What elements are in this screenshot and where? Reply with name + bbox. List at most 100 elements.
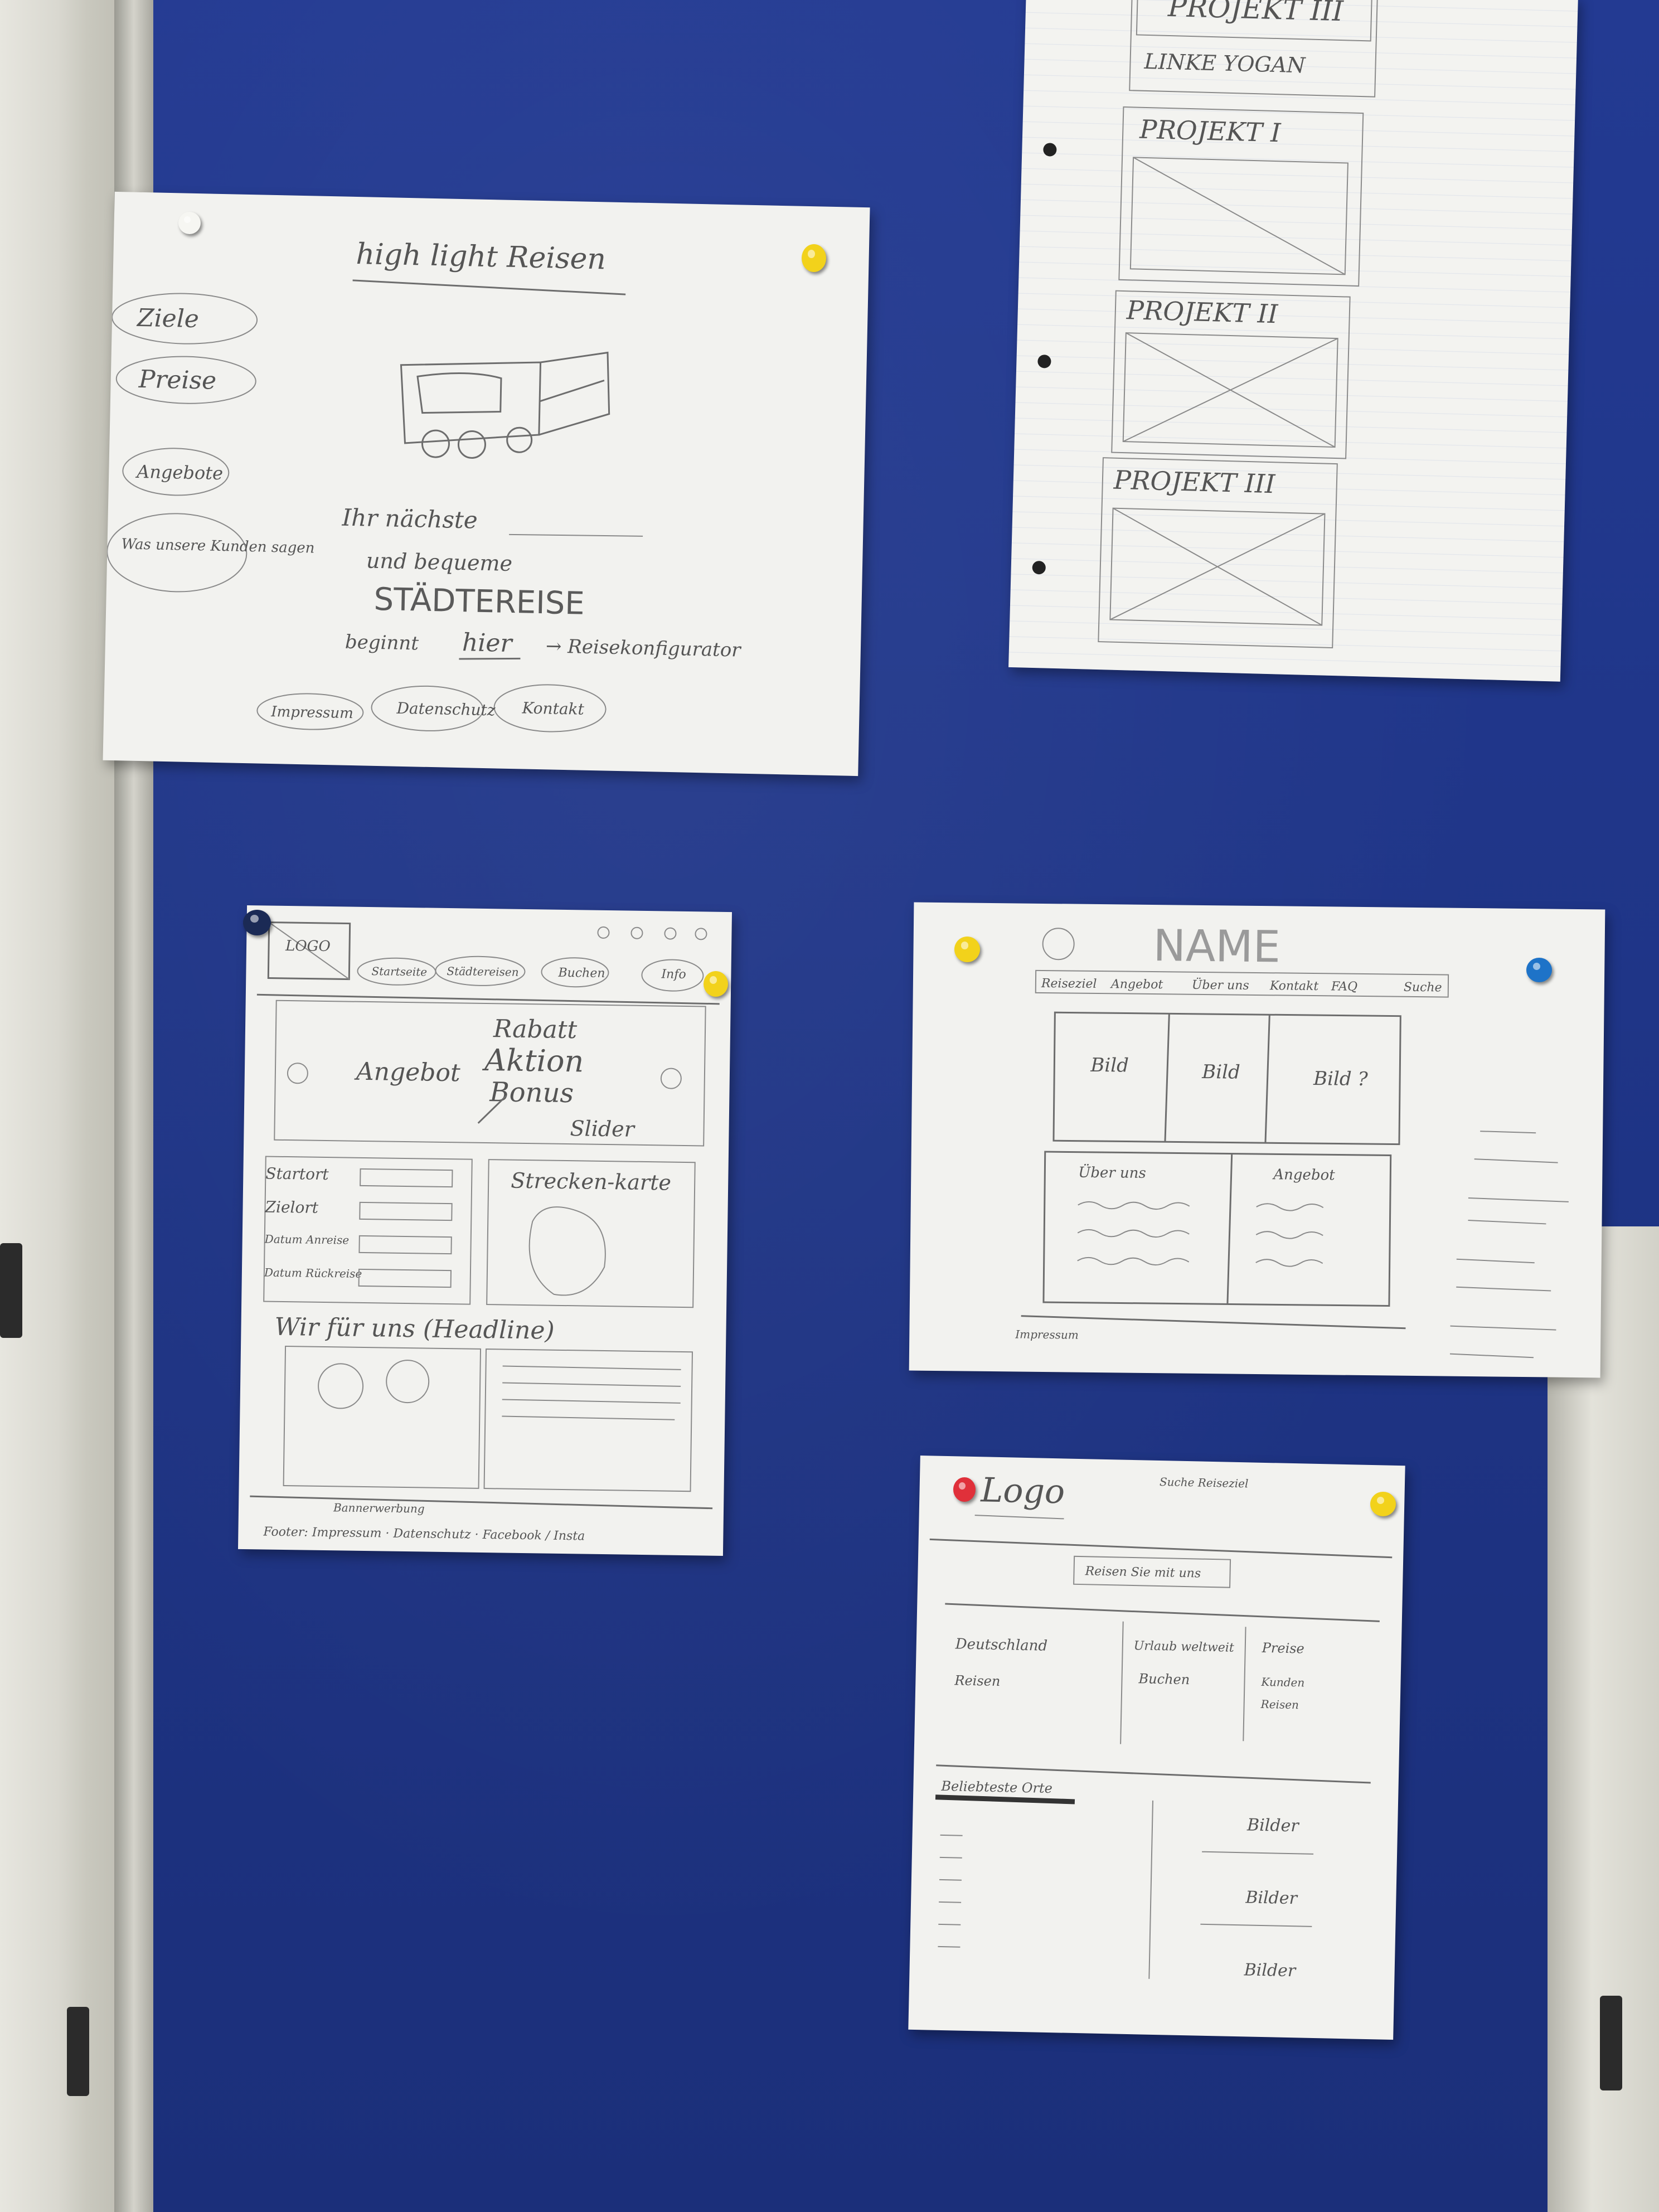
sketch-title: high light Reisen [356,237,607,276]
door-hinge [1600,1996,1622,2090]
sidebar-notes [1449,1131,1569,1359]
sketch-search: Reisen Sie mit uns [1084,1564,1201,1580]
logo-circle-icon [1042,928,1075,961]
sketch-title: NAME [1153,921,1280,972]
image-placeholder [1109,507,1326,626]
sketch-nav-item: Buchen [557,966,605,981]
sketch-section-title: Beliebteste Orte [940,1778,1052,1796]
door-hinge [0,1243,22,1338]
sketch-slider-text: Bonus [489,1076,574,1109]
sketch-footer-oval [256,693,364,730]
sketch-form-label: Datum Anreise [264,1232,350,1246]
sketch-project-list: PROJEKT III LINKE YOGAN PROJEKT I PROJEK… [1008,0,1578,682]
sketch-name-page: NAME Reiseziel Angebot Über uns Kontakt … [909,902,1605,1378]
sketch-menu-item: Angebote [135,461,223,484]
sketch-form-label: Datum Rückreise [264,1265,362,1280]
sketch-about-title: Wir für uns (Headline) [274,1313,555,1345]
sketch-cta: → Reisekonfigurator [546,635,742,661]
sketch-image-label: Bilder [1245,1888,1298,1908]
slider-right-arrow-icon [660,1068,682,1089]
sketch-column-text: Urlaub weltweit [1134,1639,1235,1655]
text-block [483,1348,693,1492]
sketch-section-title: PROJEKT II [1126,295,1278,329]
pushpin-yellow [954,937,980,962]
sketch-footer-link: Datenschutz [396,699,496,720]
content-columns [1042,1151,1392,1307]
sketch-slider-text: Aktion [482,1042,584,1079]
sketch-column-title: Über uns [1078,1163,1146,1182]
sketch-menu-item: Was unsere Kunden sagen [121,536,314,556]
booking-form [263,1156,473,1305]
binder-hole [1032,561,1046,575]
sketch-form-label: Zielort [264,1197,319,1216]
sketch-footer: Impressum [1015,1327,1079,1341]
sketch-nav-item: Angebot [1110,977,1163,992]
sketch-drawing: LOGO Startseite Städtereisen Buchen Info… [250,921,720,1544]
sketch-menu-oval [106,513,248,593]
sketch-column-text: Reisen [1260,1697,1299,1711]
sketch-nav-item: Städtereisen [447,964,518,979]
sketch-cta-link: hier [462,628,513,658]
sketch-headline: STÄDTEREISE [373,581,585,622]
sketch-nav-item: Info [661,967,686,982]
sketch-nav-item: FAQ [1331,979,1358,994]
sketch-footer-link: Impressum [270,704,353,722]
sketch-top-text: Suche Reiseziel [1160,1475,1249,1490]
binder-hole [1043,143,1057,157]
sketch-nav-item: Kontakt [1269,979,1319,993]
pushpin-white [178,212,201,234]
sketch-drawing: PROJEKT III LINKE YOGAN PROJEKT I PROJEK… [1032,0,1379,649]
sketch-menu-item: Ziele [136,304,200,333]
sketch-footer: Footer: Impressum · Datenschutz · Facebo… [263,1525,585,1543]
sketch-drawing: high light Reisen Ziele Preise Angebote … [106,237,742,733]
sketch-footer-oval [371,685,484,731]
sketch-logo: Logo [980,1471,1065,1511]
sketch-cta: beginnt [345,631,419,655]
pushpin-yellow [704,971,728,997]
binder-hole [1037,355,1051,368]
sketch-booking-page: LOGO Startseite Städtereisen Buchen Info… [237,905,733,1556]
bus-sketch-icon [400,351,610,459]
sketch-slider-text: Angebot [354,1058,461,1088]
sketch-tagline: Ihr nächste [341,504,478,534]
image-row [1052,1011,1401,1146]
sketch-nav-item: Startseite [371,964,427,978]
sketch-column-title: Angebot [1272,1166,1335,1183]
sketch-footer-link: Kontakt [521,698,585,718]
header-icons [597,926,707,940]
sketch-column-text: Preise [1261,1640,1304,1657]
sketch-slider-text: Rabatt [493,1015,578,1044]
sketch-footer-top: Bannerwerbung [333,1501,425,1515]
sketch-nav-item: Über uns [1192,977,1249,993]
search-bar [1073,1555,1231,1588]
sketch-nav-item: Suche [1404,981,1442,995]
sketch-navbar [1035,969,1449,998]
sketch-drawing: NAME Reiseziel Angebot Über uns Kontakt … [1015,921,1569,1359]
sketch-column-text: Deutschland [954,1636,1047,1654]
sketch-column-text: Buchen [1138,1671,1190,1687]
sketch-image-label: Bild [1201,1061,1240,1084]
sketch-menu-oval [122,448,230,496]
list-items [938,1834,963,1948]
sketch-section-title: PROJEKT I [1139,114,1282,148]
image-placeholder [1122,332,1338,448]
door-hinge [67,2007,89,2096]
sketch-image-label: Bilder [1246,1815,1300,1836]
sketch-footer-oval [493,684,607,733]
sketch-logo: LOGO [285,938,331,955]
sketch-menu-item: Preise [138,365,216,395]
image-placeholder [1129,157,1348,275]
sketch-travel-page: Logo Suche Reiseziel Reisen Sie mit uns … [908,1456,1405,2040]
logo-placeholder [267,921,351,981]
sketch-slider-label: Slider [570,1116,636,1142]
sketch-landing-page: high light Reisen Ziele Preise Angebote … [103,191,870,777]
sketch-subtitle: LINKE YOGAN [1143,49,1307,78]
sketch-form-label: Startort [265,1164,329,1183]
sketch-image-label: Bild [1090,1054,1129,1077]
pushpin-red [953,1477,976,1502]
pushpin-navy [243,910,271,935]
sketch-column-text: Kunden [1260,1675,1304,1690]
sketch-menu-oval [115,356,256,404]
sketch-map-label: Strecken-karte [511,1168,671,1195]
